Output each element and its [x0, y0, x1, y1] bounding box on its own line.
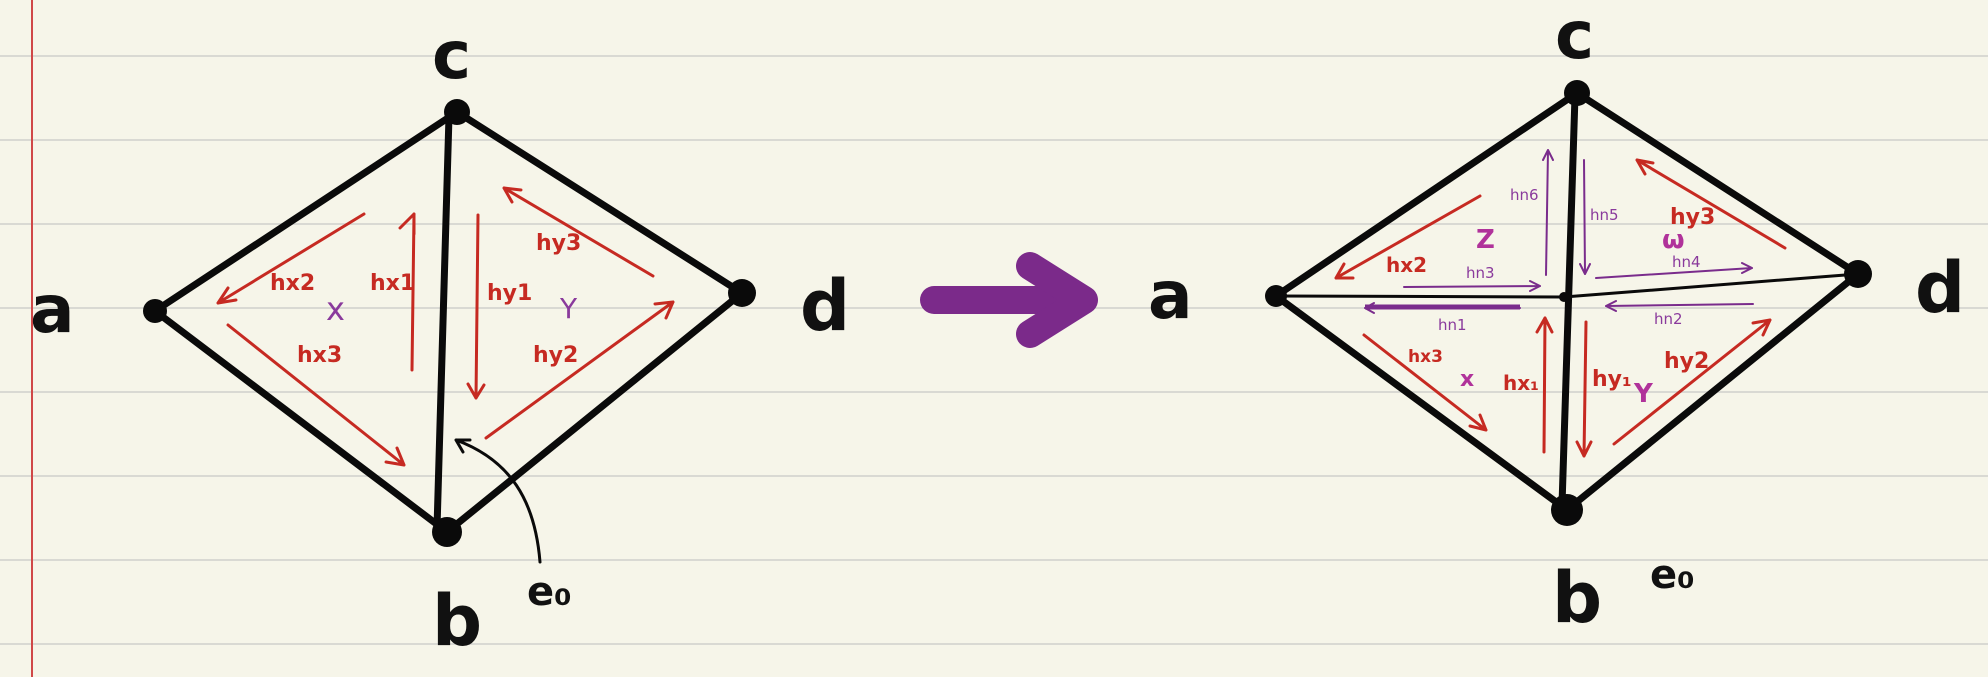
edge-bd: [443, 289, 746, 536]
halfedge-arrow-hn5: [1579, 159, 1591, 275]
edge-ab: [1272, 292, 1571, 514]
vertex-label-d: d: [800, 265, 850, 347]
halfedge-label-hn4: hn4: [1672, 253, 1701, 271]
vertex-a: [143, 299, 167, 323]
halfedge-label-hy1: hy1: [487, 281, 532, 306]
halfedge-label-hx1: hx1: [370, 271, 415, 296]
halfedge-label-hy2: hy2: [1664, 349, 1709, 374]
halfedge-arrow-hx1: [1535, 316, 1554, 454]
right-diagram: a c d b hx2 hx3 hx₁ hy₁ hy2 hy3 hn1 hn2 …: [1148, 0, 1965, 639]
face-label-y: Y: [1633, 379, 1654, 409]
edge-label-e0: e₀: [527, 569, 572, 615]
edge-cd: [1573, 89, 1862, 278]
halfedge-arrow-hy2: [484, 300, 675, 440]
edge-ab: [151, 307, 451, 536]
edge-ac: [151, 108, 461, 315]
halfedge-label-hx2: hx2: [1386, 253, 1427, 277]
edge-am: [1274, 294, 1566, 299]
vertex-label-a: a: [1148, 257, 1193, 334]
halfedge-arrow-hx1: [398, 212, 416, 372]
face-label-x: x: [1460, 367, 1474, 392]
edge-bd: [1563, 270, 1862, 514]
face-label-w: ω: [1662, 225, 1685, 255]
vertex-label-d: d: [1915, 247, 1965, 329]
halfedge-arrow-hy3: [502, 186, 655, 278]
halfedge-label-hn2: hn2: [1654, 310, 1683, 328]
vertex-a: [1265, 285, 1287, 307]
vertex-label-c: c: [432, 17, 471, 94]
edge-cd: [453, 108, 746, 297]
vertex-d: [728, 279, 756, 307]
halfedge-arrow-hn6: [1542, 149, 1554, 276]
edge-e0: [433, 112, 453, 532]
face-label-y: Y: [559, 292, 578, 325]
vertex-label-b: b: [1552, 557, 1602, 639]
vertex-label-a: a: [30, 271, 75, 348]
halfedge-arrow-hx3: [226, 323, 406, 467]
halfedge-arrow-hn3: [1403, 280, 1541, 292]
halfedge-label-hy1: hy₁: [1592, 367, 1632, 392]
left-diagram: a c d b hx2 hx3 hx1 hy1 hy2 hy3 x Y e₀: [30, 17, 850, 662]
edge-md: [1562, 272, 1860, 299]
halfedge-label-hn6: hn6: [1510, 186, 1539, 204]
halfedge-label-hn3: hn3: [1466, 264, 1495, 282]
halfedge-arrow-hn2: [1605, 300, 1754, 312]
halfedge-label-hx2: hx2: [270, 271, 315, 296]
vertex-m: [1559, 292, 1569, 302]
halfedge-label-hn5: hn5: [1590, 206, 1619, 224]
vertex-label-b: b: [432, 580, 482, 662]
halfedge-arrow-hx3: [1362, 333, 1488, 432]
right-arrow-icon: [920, 252, 1098, 348]
halfedge-label-hy3: hy3: [536, 231, 581, 256]
vertex-c: [1564, 80, 1590, 106]
halfedge-arrow-hn4: [1595, 262, 1753, 279]
vertex-label-c: c: [1555, 0, 1594, 74]
halfedge-label-hy2: hy2: [533, 343, 578, 368]
face-label-z: Z: [1476, 225, 1495, 255]
vertex-c: [444, 99, 470, 125]
halfedge-arrow-hx2: [216, 212, 366, 305]
halfedge-label-hx3: hx3: [1408, 347, 1443, 367]
halfedge-label-hx3: hx3: [297, 343, 342, 368]
halfedge-label-hy3: hy3: [1670, 205, 1715, 230]
face-label-x: x: [326, 290, 345, 328]
edge-cm: [1558, 92, 1579, 509]
vertex-b: [1551, 494, 1583, 526]
halfedge-label-hn1: hn1: [1438, 316, 1467, 334]
vertex-b: [432, 517, 462, 547]
halfedge-arrow-hy1: [466, 213, 486, 400]
halfedge-arrow-hy2: [1612, 318, 1772, 446]
vertex-d: [1844, 260, 1872, 288]
edge-label-e0: e₀: [1650, 552, 1695, 598]
halfedge-arrow-hx2: [1334, 194, 1482, 280]
edge-e0-pointer: [454, 438, 542, 564]
halfedge-label-hx1: hx₁: [1503, 371, 1539, 395]
edge-ac: [1272, 89, 1581, 300]
halfedge-arrow-hy3: [1635, 158, 1787, 250]
halfedge-arrow-hy1: [1575, 320, 1593, 458]
